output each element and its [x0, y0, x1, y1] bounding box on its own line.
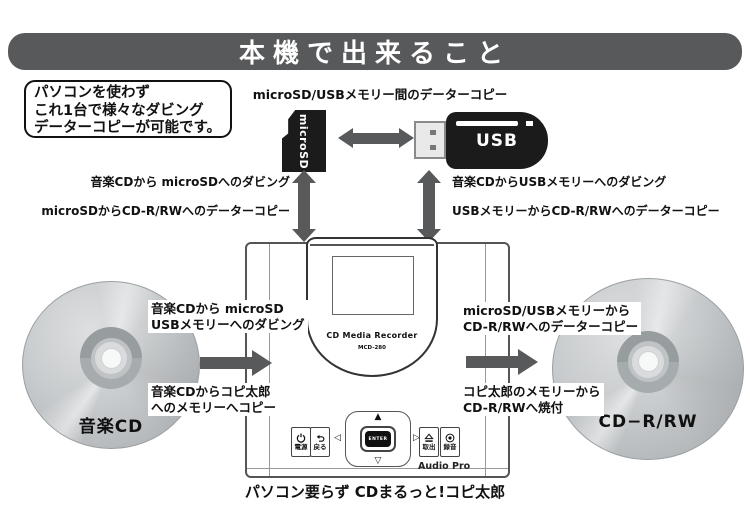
disc-hub [80, 327, 142, 390]
cdr-rw-disc: CD−R/RW [552, 278, 744, 460]
disc-hub-ring [632, 345, 664, 378]
enter-button: ENTER [365, 431, 391, 447]
disc-hub [617, 330, 679, 393]
title-banner: 本機で出来ること [8, 33, 742, 70]
arrow-bar [200, 357, 252, 369]
arrow-bar [423, 183, 435, 229]
back-button-label: 戻る [313, 443, 327, 451]
arrow-head-left [338, 128, 353, 148]
arrow-head-right [399, 128, 414, 148]
series-label: Audio Pro [418, 461, 471, 472]
usb-connector-hole [430, 130, 436, 135]
arrow-bar [298, 183, 310, 229]
label-cd-to-memory: 音楽CDから microSD USBメモリーへのダビング [148, 300, 308, 333]
label-usb-to-cdr: USBメモリーからCD-R/RWへのデーターコピー [452, 204, 720, 218]
power-button: 電源 [291, 427, 311, 457]
label-cd-to-usb: 音楽CDからUSBメモリーへのダビング [452, 175, 667, 189]
intro-line: これ1台で様々なダビング [34, 102, 204, 119]
device-seam-bottom [247, 468, 508, 469]
power-button-label: 電源 [294, 443, 308, 451]
dpad-left-icon: ◁ [334, 433, 341, 443]
dpad: ▲ ENTER ▽ [345, 411, 411, 467]
record-button-label: 録音 [443, 443, 457, 451]
cdr-rw-label: CD−R/RW [598, 412, 698, 432]
double-arrow-vertical-left-icon [292, 170, 316, 242]
intro-line: データーコピーが可能です。 [34, 120, 222, 136]
eject-button-label: 取出 [422, 443, 436, 451]
arrow-head-right [252, 350, 272, 376]
disc-hub-ring [95, 342, 127, 375]
label-line: へのメモリーへコピー [151, 399, 277, 415]
arrow-head-up [292, 170, 316, 183]
product-tagline: パソコン要らず CDまるっと!コピ太郎 [244, 483, 506, 501]
device-model-label: MCD-280 [358, 345, 386, 351]
double-arrow-vertical-right-icon [417, 170, 441, 242]
label-kopitaro-to-cdr: コピ太郎のメモリーから CD-R/RWへ焼付 [460, 383, 604, 416]
module-top-line [310, 244, 434, 246]
dpad-down-icon: ▽ [374, 456, 382, 466]
label-line: CD-R/RWへのデーターコピー [463, 318, 639, 334]
device-screen [332, 256, 414, 315]
display-module: CD Media Recorder MCD-280 [306, 237, 438, 377]
label-line: microSD/USBメモリーから [463, 303, 631, 318]
label-cd-to-kopitaro: 音楽CDからコピ太郎 へのメモリーへコピー [148, 383, 280, 416]
arrow-cd-to-device-icon [200, 350, 272, 376]
eject-button: 取出 [419, 427, 439, 457]
enter-button-ring: ENTER [360, 426, 396, 452]
label-line: 音楽CDから microSD [151, 301, 284, 316]
usb-logo: USB [475, 130, 518, 151]
disc-hub-mid [90, 337, 132, 379]
usb-stripe [456, 121, 518, 126]
record-button: 録音 [440, 427, 460, 457]
arrow-bar [466, 356, 518, 368]
arrow-head-right [518, 349, 538, 375]
label-memory-to-cdr: microSD/USBメモリーから CD-R/RWへのデーターコピー [460, 302, 642, 335]
label-line: 音楽CDからコピ太郎 [151, 384, 271, 399]
usb-stick-icon: USB [446, 112, 548, 169]
disc-hub-mid [627, 341, 669, 383]
eject-icon [424, 433, 434, 442]
page-title: 本機で出来ること [238, 39, 511, 69]
memory-copy-title: microSD/USBメモリー間のデーターコピー [252, 87, 508, 102]
label-microsd-to-cdr: microSDからCD-R/RWへのデーターコピー [41, 204, 290, 218]
back-arrow-icon [316, 434, 325, 442]
device-brand-label: CD Media Recorder [326, 331, 418, 340]
intro-note-box: パソコンを使わず これ1台で様々なダビング データーコピーが可能です。 [24, 80, 232, 138]
music-cd-label: 音楽CD [78, 417, 144, 437]
disc-hub-hole [638, 352, 658, 372]
back-button: 戻る [310, 427, 330, 457]
dpad-up-icon: ▲ [374, 412, 382, 422]
arrow-device-to-cdr-icon [466, 349, 538, 375]
arrow-bar [353, 132, 399, 144]
usb-stripe-dot [526, 121, 533, 126]
label-line: USBメモリーへのダビング [151, 316, 305, 332]
microsd-logo: microSD [297, 113, 311, 169]
double-arrow-horizontal-icon [338, 128, 414, 148]
usb-connector-icon [414, 121, 446, 159]
microsd-card-icon: microSD [282, 110, 326, 172]
usb-connector-hole [430, 145, 436, 150]
label-line: コピ太郎のメモリーから [463, 384, 601, 399]
label-line: CD-R/RWへ焼付 [463, 399, 564, 415]
power-icon [296, 433, 306, 443]
record-icon [445, 433, 455, 443]
label-cd-to-microsd: 音楽CDから microSDへのダビング [90, 175, 290, 189]
intro-line: パソコンを使わず [34, 85, 150, 101]
dpad-right-icon: ▷ [413, 433, 420, 443]
arrow-head-up [417, 170, 441, 183]
disc-hub-hole [101, 348, 121, 368]
